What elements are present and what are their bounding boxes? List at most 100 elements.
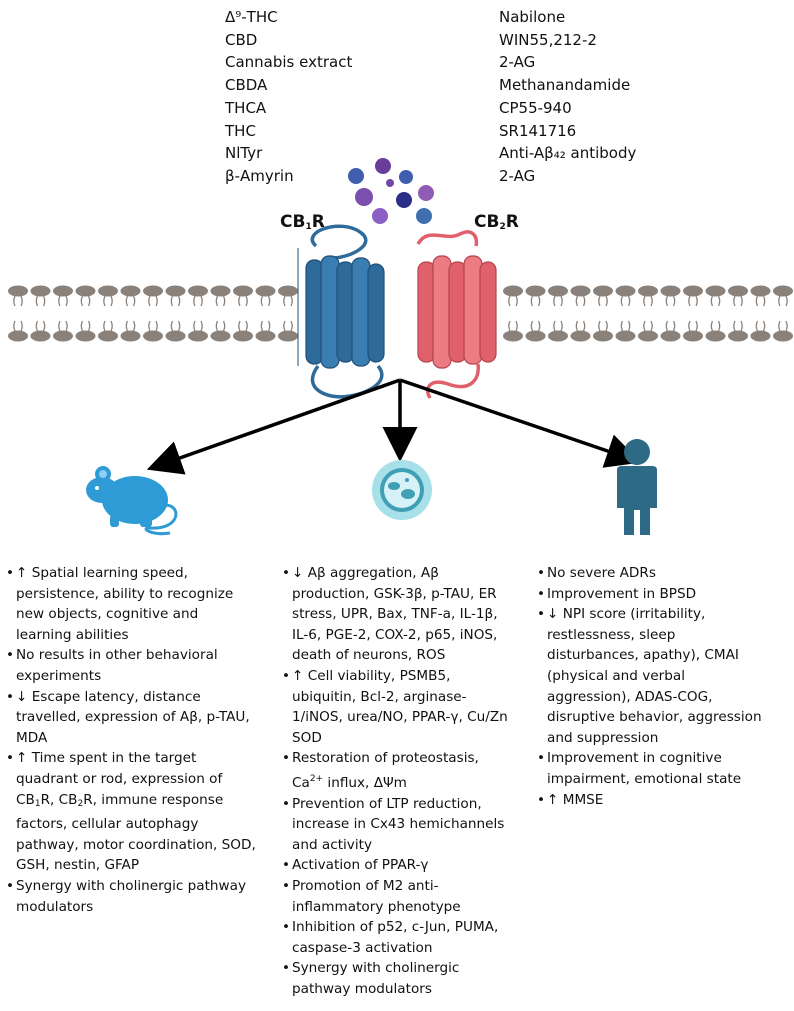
lipid-head bbox=[660, 330, 681, 342]
ligand-name: Cannabis extract bbox=[225, 53, 353, 72]
finding-text: ↓ NPI score (irritability, restlessness,… bbox=[547, 606, 762, 746]
lipid-tail bbox=[537, 320, 541, 332]
lipid-head bbox=[120, 285, 141, 297]
lipid-tail bbox=[605, 295, 608, 307]
lipid-tail bbox=[627, 320, 631, 332]
lipid-tail bbox=[785, 320, 788, 332]
ligand-name: WIN55,212-2 bbox=[499, 30, 597, 49]
lipid-tail bbox=[110, 320, 113, 332]
lipid-tail bbox=[200, 320, 203, 332]
lipid-head bbox=[638, 330, 658, 342]
lipid-head bbox=[98, 285, 118, 297]
lipid-tail bbox=[65, 320, 68, 332]
lipid-tail bbox=[515, 295, 518, 307]
lipid-tail bbox=[283, 320, 286, 332]
lipid-head bbox=[188, 330, 208, 342]
lipid-head bbox=[705, 285, 726, 297]
cb1-label: CB1R bbox=[280, 212, 325, 232]
lipid-tail bbox=[650, 295, 653, 307]
lipid-tail bbox=[530, 320, 534, 332]
lipid-tail bbox=[42, 320, 46, 332]
ligand-name: CBD bbox=[225, 30, 258, 49]
lipid-tail bbox=[620, 295, 624, 307]
lipid-tail bbox=[245, 295, 248, 307]
ligand-particle bbox=[386, 179, 394, 187]
finding-item: Activation of PPAR-γ bbox=[282, 855, 512, 876]
lipid-head bbox=[278, 330, 298, 342]
lipid-tail bbox=[778, 295, 781, 307]
finding-text: R, immune response factors, cellular aut… bbox=[16, 791, 256, 874]
diagram-scene bbox=[8, 158, 793, 536]
lipid-tail bbox=[598, 320, 601, 332]
finding-item: Promotion of M2 anti-inflammatory phenot… bbox=[282, 876, 512, 917]
lipid-tail bbox=[283, 295, 286, 307]
finding-item: ↓ NPI score (irritability, restlessness,… bbox=[537, 604, 769, 748]
lipid-head bbox=[278, 285, 298, 297]
lipid-head bbox=[53, 330, 73, 342]
ligand-name: 2-AG bbox=[499, 166, 536, 185]
finding-text: Prevention of LTP reduction, increase in… bbox=[292, 795, 505, 853]
lipid-tail bbox=[13, 295, 16, 307]
cell-findings-list: ↓ Aβ aggregation, Aβ production, GSK-3β,… bbox=[282, 563, 512, 999]
lipid-tail bbox=[508, 295, 511, 307]
finding-item: No severe ADRs bbox=[537, 563, 769, 584]
finding-item: ↑ MMSE bbox=[537, 790, 769, 811]
lipid-head bbox=[255, 285, 276, 297]
lipid-tail bbox=[58, 295, 61, 307]
lipid-tail bbox=[575, 320, 579, 332]
finding-superscript: 2+ bbox=[309, 773, 324, 784]
lipid-tail bbox=[215, 295, 219, 307]
lipid-tail bbox=[710, 295, 714, 307]
lipid-tail bbox=[215, 320, 219, 332]
lipid-head bbox=[165, 330, 186, 342]
ligand-name: THC bbox=[225, 121, 256, 140]
ligand-particles bbox=[348, 158, 434, 224]
arrow-to-human bbox=[399, 378, 642, 468]
cb2-label: CB2R bbox=[474, 212, 519, 232]
lipid-tail bbox=[110, 295, 113, 307]
lipid-tail bbox=[132, 320, 136, 332]
lipid-head bbox=[773, 330, 793, 342]
cb2-receptor bbox=[416, 230, 497, 399]
person-icon bbox=[617, 439, 657, 535]
lipid-tail bbox=[665, 320, 669, 332]
lipid-head bbox=[30, 285, 51, 297]
lipid-head bbox=[233, 285, 253, 297]
lipid-tail bbox=[598, 295, 601, 307]
lipid-head bbox=[683, 285, 703, 297]
lipid-tail bbox=[530, 295, 534, 307]
finding-text: influx, ΔΨm bbox=[323, 774, 407, 791]
lipid-head bbox=[188, 285, 208, 297]
lipid-head bbox=[728, 330, 748, 342]
lipid-tail bbox=[87, 295, 91, 307]
cell-icon bbox=[372, 460, 432, 520]
lipid-head bbox=[548, 285, 568, 297]
lipid-tail bbox=[58, 320, 61, 332]
finding-text: No results in other behavioral experimen… bbox=[16, 647, 218, 684]
lipid-tail bbox=[125, 295, 129, 307]
lipid-tail bbox=[200, 295, 203, 307]
lipid-head bbox=[593, 285, 613, 297]
lipid-tail bbox=[650, 320, 653, 332]
lipid-head bbox=[98, 330, 118, 342]
lipid-head bbox=[53, 285, 73, 297]
lipid-tail bbox=[148, 295, 151, 307]
lipid-tail bbox=[672, 295, 676, 307]
lipid-head bbox=[615, 285, 636, 297]
lipid-tail bbox=[717, 320, 721, 332]
lipid-tail bbox=[688, 295, 691, 307]
lipid-tail bbox=[733, 320, 736, 332]
lipid-head bbox=[233, 330, 253, 342]
ligand-name: SR141716 bbox=[499, 121, 577, 140]
human-findings-list: No severe ADRsImprovement in BPSD↓ NPI s… bbox=[537, 563, 769, 810]
lipid-head bbox=[570, 285, 591, 297]
lipid-tail bbox=[762, 320, 766, 332]
lipid-head bbox=[255, 330, 276, 342]
lipid-tail bbox=[290, 295, 293, 307]
ligand-particle bbox=[396, 192, 412, 208]
animal-findings-list: ↑ Spatial learning speed, persistence, a… bbox=[6, 563, 258, 917]
finding-text: Restoration of proteostasis, Ca bbox=[292, 750, 479, 791]
lipid-head bbox=[570, 330, 591, 342]
lipid-head bbox=[210, 330, 231, 342]
finding-item: Synergy with cholinergic pathway modulat… bbox=[6, 876, 258, 917]
